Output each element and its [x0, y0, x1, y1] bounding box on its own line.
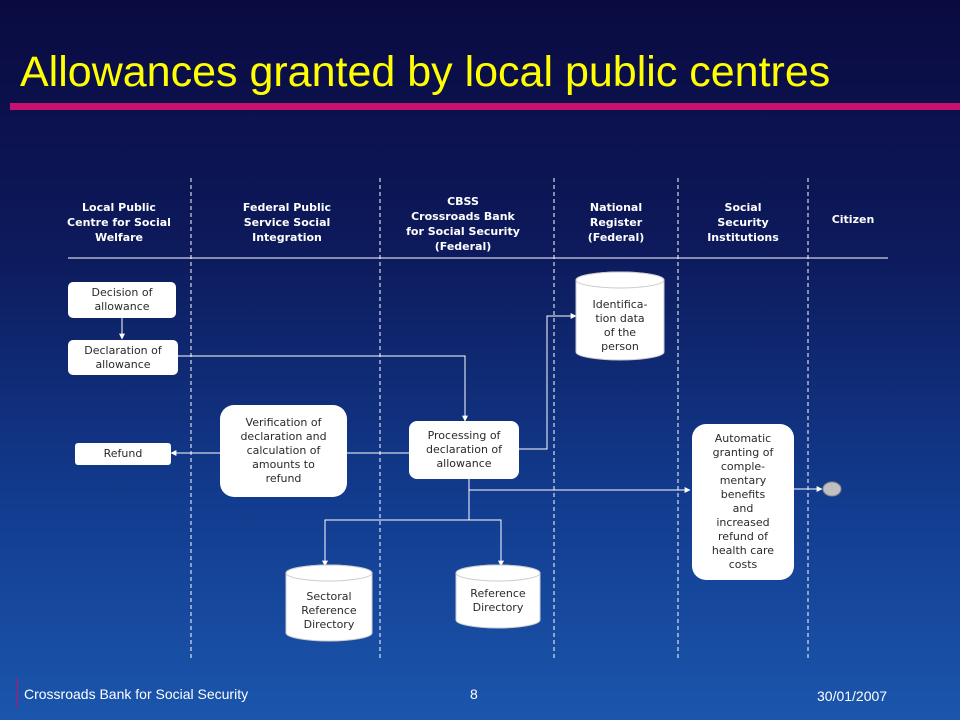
- db-sectoral-label: Sectoral Reference Directory: [301, 590, 357, 631]
- database-shapes: [285, 271, 665, 642]
- citizen-endpoint: [822, 481, 842, 497]
- slide-title: Allowances granted by local public centr…: [20, 48, 831, 96]
- lane-header-citizen: Citizen: [831, 213, 875, 226]
- footer-organization: Crossroads Bank for Social Security: [24, 686, 249, 702]
- lane-header-local-public-centre: Local Public Centre for Social Welfare: [67, 201, 171, 244]
- flow-arrows: [119, 313, 823, 567]
- footer-date: 30/01/2007: [817, 688, 888, 704]
- db-sectoral-reference-directory: Sectoral Reference Directory: [286, 565, 372, 641]
- arrow-to-reference-directory: [469, 519, 504, 567]
- node-verification: Verification of declaration and calculat…: [220, 405, 347, 497]
- arrow-declaration-to-processing: [178, 355, 468, 422]
- lane-header-cbss: CBSS Crossroads Bank for Social Security…: [406, 195, 520, 253]
- db-identification-label: Identifica- tion data of the person: [592, 298, 648, 353]
- lane-header-federal-public-service: Federal Public Service Social Integratio…: [242, 201, 332, 244]
- db-reference-directory: Reference Directory: [456, 565, 540, 628]
- sectoral-db-shape: [285, 564, 373, 642]
- node-processing: Processing of declaration of allowance: [409, 421, 519, 479]
- node-declaration-of-allowance: Declaration of allowance: [68, 340, 178, 375]
- identification-db-shape: [575, 271, 665, 361]
- arrow-processing-to-identification: [519, 313, 577, 450]
- lane-header-national-register: National Register (Federal): [587, 201, 645, 244]
- db-reference-label: Reference Directory: [470, 587, 526, 614]
- title-underline: [10, 103, 960, 110]
- arrow-processing-to-automatic: [468, 479, 691, 493]
- node-automatic-granting: Automatic granting of comple- mentary be…: [692, 424, 794, 580]
- node-decision-of-allowance: Decision of allowance: [68, 282, 176, 318]
- footer-accent-line: [17, 678, 18, 708]
- arrow-processing-to-directories: [322, 479, 470, 567]
- db-identification-data: Identifica- tion data of the person: [576, 272, 664, 362]
- reference-db-shape: [455, 564, 541, 629]
- footer-page-number: 8: [470, 686, 478, 702]
- node-refund: Refund: [75, 443, 171, 465]
- lane-header-social-security-institutions: Social Security Institutions: [707, 201, 779, 244]
